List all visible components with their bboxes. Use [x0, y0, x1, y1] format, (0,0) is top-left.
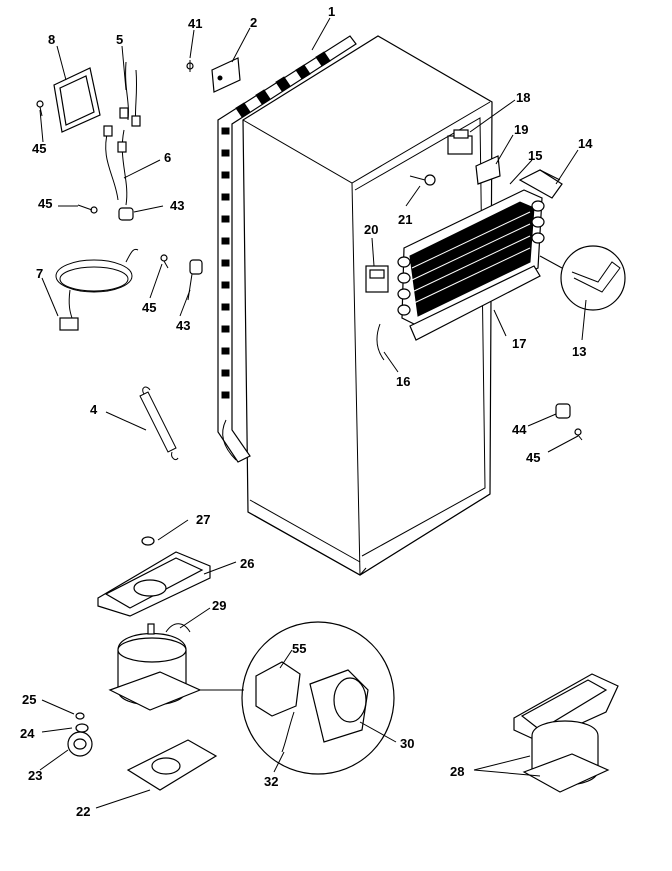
relay-detail-circle: [200, 621, 395, 775]
tube-part-16: [376, 323, 385, 361]
clamp-part-43b: [187, 259, 203, 301]
label-part-13: 13: [572, 344, 586, 359]
label-part-4: 4: [90, 402, 98, 417]
screw-part-45c: [160, 254, 169, 269]
label-part-28: 28: [450, 764, 464, 779]
label-part-41: 41: [188, 16, 202, 31]
screw-part-45d: [574, 428, 583, 441]
leader-lines: [39, 17, 587, 809]
label-part-27: 27: [196, 512, 210, 527]
label-part-2: 2: [250, 15, 257, 30]
evaporator-part-15: [397, 189, 545, 327]
grommet-part-27: [141, 536, 155, 546]
screw-part-45b: [77, 204, 98, 214]
label-part-45c: 45: [142, 300, 156, 315]
label-part-8: 8: [48, 32, 55, 47]
mount-parts-23-24-25: [67, 712, 93, 757]
bracket-part-19: [475, 155, 501, 185]
cover-part-14: [518, 169, 563, 199]
label-part-25: 25: [22, 692, 36, 707]
label-part-44: 44: [512, 422, 527, 437]
label-part-45a: 45: [32, 141, 46, 156]
bracket-part-20: [365, 265, 389, 293]
clip-part-44: [555, 403, 571, 419]
label-part-45d: 45: [526, 450, 540, 465]
label-part-32: 32: [264, 774, 278, 789]
label-part-15: 15: [528, 148, 542, 163]
label-part-23: 23: [28, 768, 42, 783]
part-labels: 1 2 41 8 5 45 6 45 43 7 45 43 4 18 19 15…: [20, 4, 593, 819]
compressor-part-29: [108, 623, 202, 711]
wire-harness: [103, 61, 141, 206]
condenser-coil: [217, 35, 357, 463]
label-part-6: 6: [164, 150, 171, 165]
label-part-1: 1: [328, 4, 335, 19]
detail-part-13: [539, 245, 626, 311]
label-part-14: 14: [578, 136, 593, 151]
switch-part-18: [447, 129, 473, 155]
label-part-17: 17: [512, 336, 526, 351]
label-part-26: 26: [240, 556, 254, 571]
label-part-21: 21: [398, 212, 412, 227]
label-part-43b: 43: [176, 318, 190, 333]
label-part-22: 22: [76, 804, 90, 819]
label-part-19: 19: [514, 122, 528, 137]
label-part-55: 55: [292, 641, 306, 656]
base-plate-part-22: [126, 739, 218, 791]
clamp-part-43a: [118, 207, 134, 221]
label-part-5: 5: [116, 32, 123, 47]
label-part-7: 7: [36, 266, 43, 281]
label-part-45b: 45: [38, 196, 52, 211]
cover-part-8: [53, 67, 101, 133]
label-part-16: 16: [396, 374, 410, 389]
label-part-30: 30: [400, 736, 414, 751]
label-part-18: 18: [516, 90, 530, 105]
screw-part-41: [186, 60, 194, 72]
clip-part-21: [409, 174, 436, 186]
bracket-part-2: [211, 57, 241, 93]
screw-part-45a: [36, 100, 44, 117]
power-cord-part-7: [55, 248, 139, 331]
drier-part-4: [139, 386, 179, 461]
label-part-43a: 43: [170, 198, 184, 213]
label-part-20: 20: [364, 222, 378, 237]
drain-pan-part-26: [97, 551, 211, 617]
drain-tray-part-17: [409, 265, 541, 341]
label-part-29: 29: [212, 598, 226, 613]
label-part-24: 24: [20, 726, 35, 741]
compressor-assembly-part-28: [513, 673, 619, 793]
